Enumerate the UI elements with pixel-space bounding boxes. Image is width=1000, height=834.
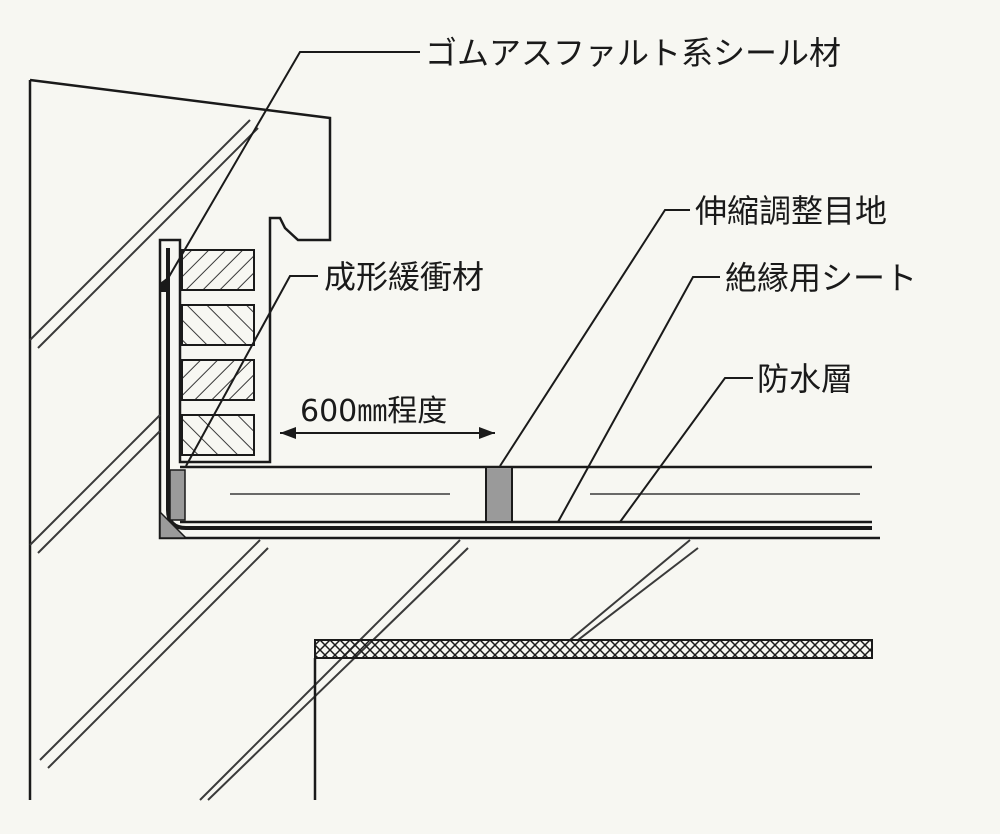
label-expansion-joint: 伸縮調整目地 [695, 192, 887, 230]
expansion-joint [485, 466, 513, 523]
ceiling-finish [313, 639, 873, 800]
label-insulation-sheet: 絶縁用シート [725, 259, 917, 297]
corner-filler [159, 510, 188, 539]
concrete-parapet [28, 78, 880, 800]
concrete-hatch [29, 119, 699, 801]
edge-joint [169, 469, 186, 521]
protective-concrete [180, 465, 872, 524]
label-seal-material: ゴムアスファルト系シール材 [425, 34, 841, 72]
dimension-line [280, 427, 495, 439]
buffer-blocks [181, 249, 255, 456]
label-molded-buffer: 成形緩衝材 [324, 258, 484, 296]
label-waterproof-layer: 防水層 [757, 360, 853, 398]
label-spacing: 600㎜程度 [300, 394, 447, 429]
leader-lines [162, 51, 753, 523]
